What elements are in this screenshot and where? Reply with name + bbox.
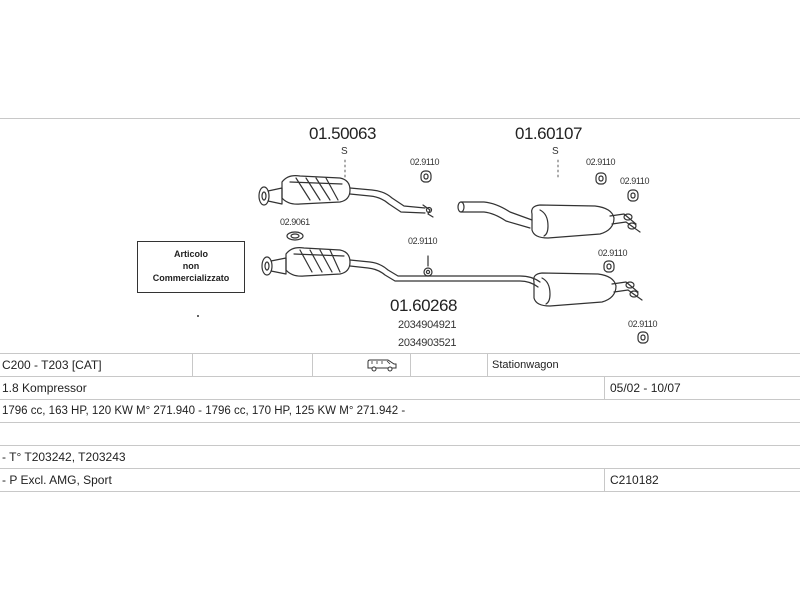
body-type-cell: Stationwagon <box>492 359 559 371</box>
engine-cell: 1.8 Kompressor <box>2 381 87 395</box>
table-row-specs: 1796 cc, 163 HP, 120 KW M° 271.940 - 179… <box>0 400 800 423</box>
fitting-rubber-1 <box>420 170 432 183</box>
fitting-rubber-5 <box>423 255 433 277</box>
oem-number-2: 2034903521 <box>398 337 457 349</box>
table-row-exclusions: - P Excl. AMG, Sport C210182 <box>0 469 800 492</box>
not-sold-notice: Articolo non Commercializzato <box>137 241 245 293</box>
exclusions-cell: - P Excl. AMG, Sport <box>2 473 112 487</box>
fitting-label-6: 02.9110 <box>598 248 628 258</box>
fitting-rubber-2 <box>595 172 607 185</box>
cell-divider <box>312 354 313 376</box>
table-row-empty <box>0 423 800 446</box>
fitting-label-1: 02.9110 <box>410 157 440 167</box>
part-number-front-upper: 01.50063 <box>309 124 376 143</box>
oem-number-1: 2034904921 <box>398 319 457 331</box>
exhaust-drawing <box>197 159 649 344</box>
table-row-model: C200 - T203 [CAT] Stationwagon <box>0 353 800 377</box>
top-divider <box>0 118 800 119</box>
part-suffix-front-upper: S <box>341 146 348 157</box>
fitting-label-5: 02.9110 <box>408 236 438 246</box>
notice-line-2: non <box>182 261 200 271</box>
cell-divider <box>192 354 193 376</box>
lower-exhaust-system <box>261 247 643 307</box>
fitting-label-4: 02.9061 <box>280 217 310 227</box>
cell-divider <box>604 469 605 491</box>
cell-divider <box>487 354 488 376</box>
cell-divider <box>604 377 605 399</box>
vehicle-info-table: C200 - T203 [CAT] Stationwagon 1.8 Kompr… <box>0 353 800 492</box>
cell-divider <box>410 354 411 376</box>
notice-line-1: Articolo <box>173 249 208 259</box>
front-catalyst-upper <box>258 175 426 214</box>
fitting-rubber-6 <box>603 260 615 273</box>
model-cell: C200 - T203 [CAT] <box>2 358 102 372</box>
dot-mark <box>197 315 199 317</box>
specs-cell: 1796 cc, 163 HP, 120 KW M° 271.940 - 179… <box>2 405 406 417</box>
code-cell: C210182 <box>610 473 659 487</box>
fitting-rubber-7 <box>637 331 649 344</box>
fitting-rubber-3 <box>627 189 639 202</box>
part-number-rear-upper: 01.60107 <box>515 124 582 143</box>
fitting-label-7: 02.9110 <box>628 319 658 329</box>
table-row-engine: 1.8 Kompressor 05/02 - 10/07 <box>0 377 800 400</box>
van-icon <box>367 359 397 372</box>
types-cell: - T° T203242, T203243 <box>2 450 126 464</box>
table-row-types: - T° T203242, T203243 <box>0 446 800 469</box>
part-suffix-rear-upper: S <box>552 146 559 157</box>
notice-line-3: Commercializzato <box>152 273 230 283</box>
fitting-label-3: 02.9110 <box>620 176 650 186</box>
fitting-label-2: 02.9110 <box>586 157 616 167</box>
rear-muffler-upper <box>457 201 641 239</box>
period-cell: 05/02 - 10/07 <box>610 381 681 395</box>
hanger-upper-front <box>422 204 434 218</box>
fitting-gasket-4 <box>286 231 304 241</box>
part-number-lower: 01.60268 <box>390 296 457 315</box>
